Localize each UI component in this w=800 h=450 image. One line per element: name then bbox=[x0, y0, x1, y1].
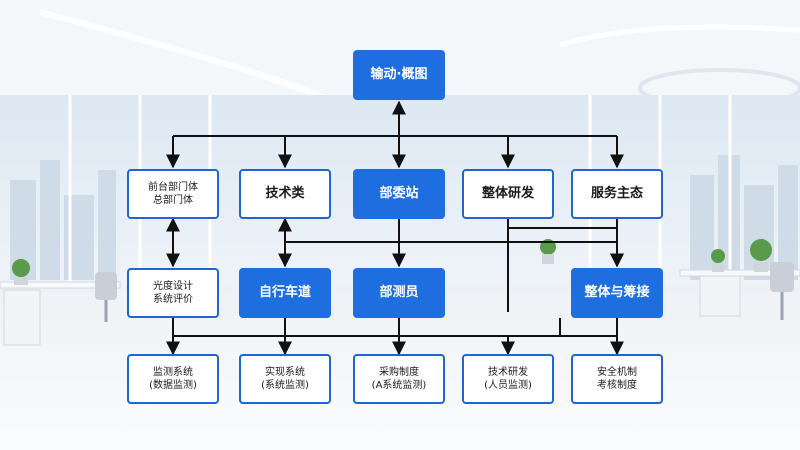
ceiling-light-strip bbox=[559, 24, 800, 48]
row1-node-5: 服务主态 bbox=[571, 169, 663, 219]
node-line: 安全机制 bbox=[597, 366, 637, 378]
node-line: (数据监测) bbox=[149, 380, 197, 391]
chair-left bbox=[95, 272, 117, 322]
plant-right bbox=[711, 239, 772, 272]
row1-node-2: 技术类 bbox=[239, 169, 331, 219]
row2-node-4: 整体与筹接 bbox=[571, 268, 663, 318]
row1-node-1: 前台部门体 总部门体 bbox=[127, 169, 219, 219]
row3-node-1: 监测系统 (数据监测) bbox=[127, 354, 219, 404]
node-line: 整体研发 bbox=[481, 185, 534, 201]
node-line: 部委站 bbox=[379, 185, 419, 201]
row1-node-4: 整体研发 bbox=[462, 169, 554, 219]
row2-node-3: 部测员 bbox=[353, 268, 445, 318]
row3-node-5: 安全机制 考核制度 bbox=[571, 354, 663, 404]
node-line: 系统评价 bbox=[153, 294, 193, 305]
node-line: 技术类 bbox=[265, 185, 305, 201]
node-line: 前台部门体 bbox=[148, 181, 198, 193]
row2-node-1: 光度设计 系统评价 bbox=[127, 268, 219, 318]
node-line: 技术研发 bbox=[488, 366, 528, 378]
node-line: 考核制度 bbox=[597, 380, 637, 391]
connectors bbox=[166, 100, 624, 356]
top-node-label: 输动·概图 bbox=[370, 66, 428, 82]
node-line: 采购制度 bbox=[379, 366, 419, 378]
node-line: (系统监测) bbox=[261, 380, 309, 391]
node-line: 总部门体 bbox=[153, 195, 193, 206]
node-line: (A系统监测) bbox=[371, 380, 427, 391]
row3-node-3: 采购制度 (A系统监测) bbox=[353, 354, 445, 404]
node-line: 整体与筹接 bbox=[584, 284, 650, 300]
node-line: 光度设计 bbox=[153, 280, 193, 292]
chair-right bbox=[770, 262, 794, 320]
node-line: 部测员 bbox=[379, 284, 419, 300]
node-line: 监测系统 bbox=[153, 366, 193, 378]
desk-right bbox=[679, 269, 800, 317]
row2-node-2: 自行车道 bbox=[239, 268, 331, 318]
node-line: 实现系统 bbox=[265, 366, 305, 378]
node-line: (人员监测) bbox=[484, 380, 532, 391]
row3-node-2: 实现系统 (系统监测) bbox=[239, 354, 331, 404]
node-line: 服务主态 bbox=[590, 185, 643, 201]
top-node: 输动·概图 bbox=[353, 50, 445, 100]
row3-node-4: 技术研发 (人员监测) bbox=[462, 354, 554, 404]
node-line: 自行车道 bbox=[258, 284, 311, 300]
row1-node-3: 部委站 bbox=[353, 169, 445, 219]
ceiling-light-strip bbox=[39, 9, 332, 103]
desk-left bbox=[0, 281, 121, 346]
plant-left bbox=[12, 259, 30, 285]
